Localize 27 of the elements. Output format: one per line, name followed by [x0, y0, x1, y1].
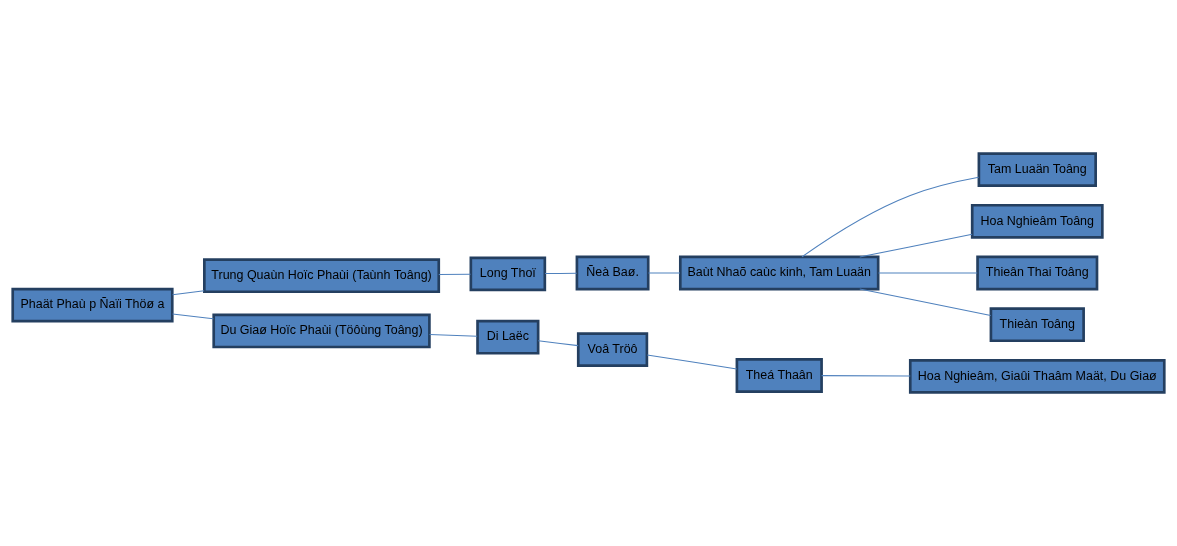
connector [172, 290, 205, 296]
node-box: Trung Quaùn Hoïc Phaùi (Taùnh Toâng) [203, 258, 441, 294]
node-box: Long Thoï [469, 256, 547, 292]
connector [537, 340, 579, 347]
node-box: Hoa Nghieâm Toâng [970, 203, 1104, 239]
node-box: Thieàn Toâng [989, 307, 1085, 343]
node-box: Ñeà Baø. [575, 255, 650, 291]
connector [647, 272, 681, 274]
node-box: Phaät Phaù p Ñaïi Thöø a [11, 287, 174, 323]
connector [428, 334, 478, 337]
node-box: Di Laëc [476, 319, 540, 355]
node-box: Du Giaø Hoïc Phaùi (Töôùng Toâng) [212, 313, 431, 349]
connector [859, 288, 992, 317]
connector [646, 354, 738, 370]
node-box: Hoa Nghieâm, Giaûi Thaâm Maät, Du Giaø [908, 359, 1166, 394]
connector [801, 176, 980, 258]
connector [877, 272, 978, 274]
connector [172, 313, 214, 320]
connector [821, 375, 911, 377]
connector [859, 233, 973, 258]
node-box: Tam Luaän Toâng [977, 152, 1097, 187]
node-box: Voâ Tröô [576, 332, 649, 368]
node-box: Theá Thaân [735, 358, 823, 393]
node-box: Baùt Nhaõ caùc kinh, Tam Luaän [678, 255, 880, 291]
node-box: Thieân Thai Toâng [976, 255, 1099, 291]
connector [544, 272, 578, 275]
connector [438, 273, 472, 276]
